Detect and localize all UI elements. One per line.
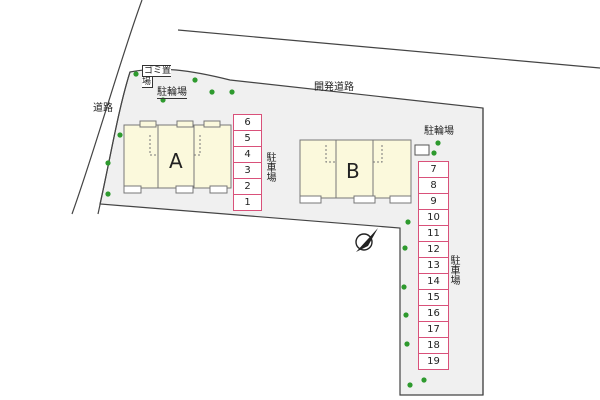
- north-arrow-icon: [355, 228, 378, 252]
- parking-left-label: 駐車場: [264, 152, 275, 182]
- left-road-edge-outer: [71, 0, 143, 215]
- tree-dot-icon: [401, 284, 407, 290]
- parking-slot-5: 5: [233, 130, 262, 147]
- bike-parking-left-label: 駐輪場: [157, 87, 187, 99]
- top-road-upper-edge: [177, 29, 600, 69]
- parking-slot-13: 13: [418, 257, 449, 274]
- tree-dot-icon: [229, 89, 235, 95]
- tree-dot-icon: [421, 377, 427, 383]
- tree-dot-icon: [209, 89, 215, 95]
- building-a-label: A: [169, 149, 183, 173]
- parking-slot-10: 10: [418, 209, 449, 226]
- garbage-area-label: ゴミ置場: [142, 65, 172, 88]
- parking-slot-9: 9: [418, 193, 449, 210]
- parking-slot-2: 2: [233, 178, 262, 195]
- parking-slot-1: 1: [233, 194, 262, 211]
- tree-dot-icon: [402, 245, 408, 251]
- tree-dots: [105, 71, 441, 388]
- parking-slot-8: 8: [418, 177, 449, 194]
- tree-dot-icon: [133, 71, 139, 77]
- parking-slot-18: 18: [418, 337, 449, 354]
- bike-rack-icon: [414, 144, 430, 156]
- parking-slot-4: 4: [233, 146, 262, 163]
- building-b-label: B: [346, 159, 360, 183]
- parking-slot-7: 7: [418, 161, 449, 178]
- bike-parking-right-label: 駐輪場: [424, 126, 454, 137]
- road-label-top: 開発道路: [314, 82, 354, 93]
- tree-dot-icon: [405, 219, 411, 225]
- parking-slot-17: 17: [418, 321, 449, 338]
- parking-slot-3: 3: [233, 162, 262, 179]
- left-road-inner-edge: [97, 71, 131, 215]
- tree-dot-icon: [192, 77, 198, 83]
- tree-dot-icon: [404, 341, 410, 347]
- tree-dot-icon: [403, 312, 409, 318]
- parking-slot-19: 19: [418, 353, 449, 370]
- tree-dot-icon: [435, 140, 441, 146]
- road-label-left: 道路: [93, 103, 113, 114]
- parking-slot-16: 16: [418, 305, 449, 322]
- tree-dot-icon: [407, 382, 413, 388]
- parking-right-label: 駐車場: [448, 255, 459, 285]
- tree-dot-icon: [117, 132, 123, 138]
- parking-slot-15: 15: [418, 289, 449, 306]
- tree-dot-icon: [105, 160, 111, 166]
- tree-dot-icon: [431, 150, 437, 156]
- parking-slot-14: 14: [418, 273, 449, 290]
- parking-slot-11: 11: [418, 225, 449, 242]
- building-b: [299, 139, 412, 204]
- parking-slot-12: 12: [418, 241, 449, 258]
- tree-dot-icon: [105, 191, 111, 197]
- building-a: [123, 120, 232, 194]
- parking-slot-6: 6: [233, 114, 262, 131]
